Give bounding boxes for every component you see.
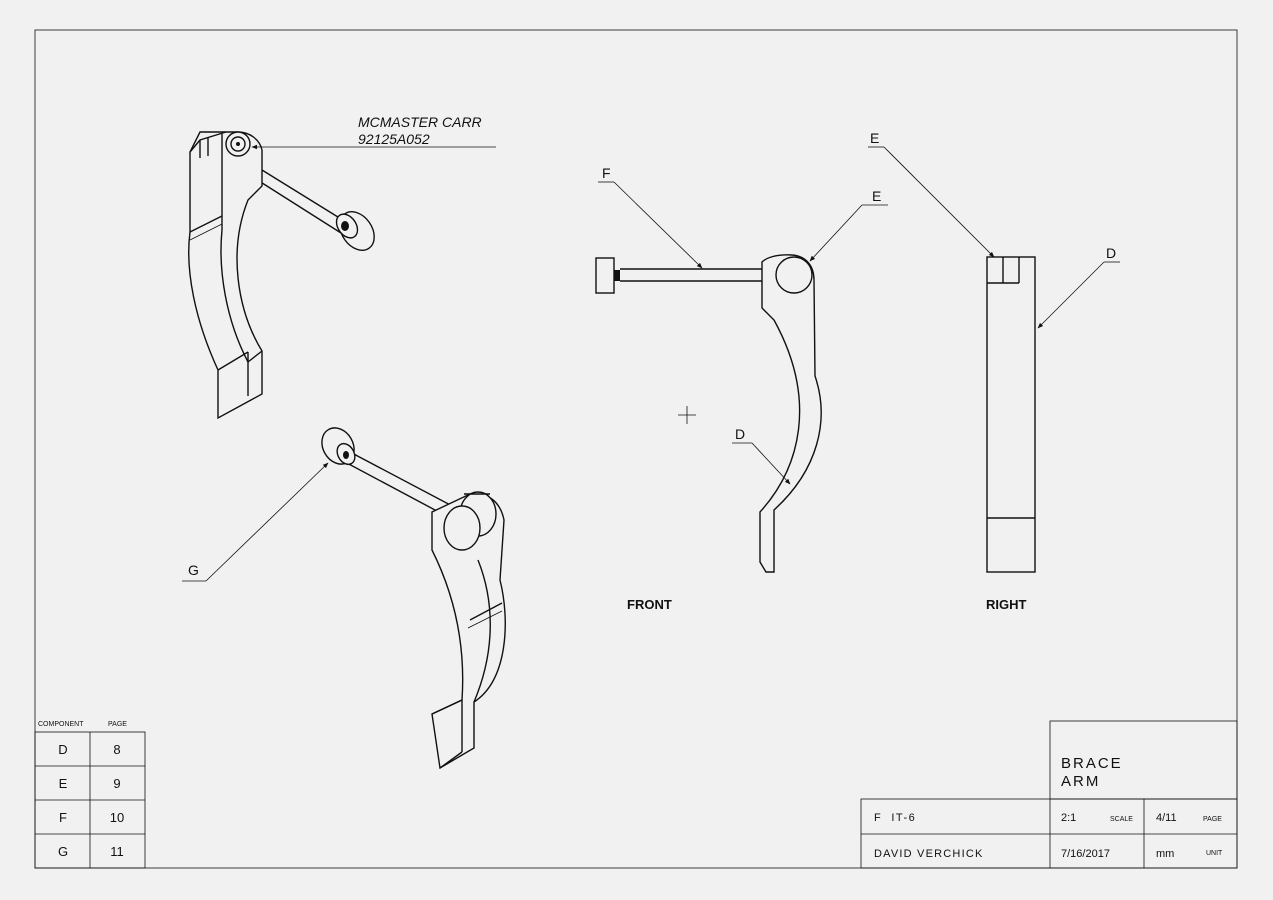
iso-view-top <box>188 131 375 420</box>
callout-f-label: F <box>602 165 611 181</box>
component-header: COMPONENT <box>38 721 84 728</box>
vendor-label: MCMASTER CARR <box>358 114 482 130</box>
author-name: DAVID VERCHICK <box>874 848 984 860</box>
title-line-2: ARM <box>1061 773 1100 790</box>
callout-d-front-label: D <box>735 426 745 442</box>
page-header: PAGE <box>108 721 127 728</box>
page-cell: 8 <box>113 742 120 757</box>
iso-view-bottom <box>321 427 506 770</box>
component-cell: E <box>59 776 68 791</box>
title-block: BRACE ARM F IT-6 2:1 SCALE 4/11 PAGE DAV… <box>860 720 1238 869</box>
g-callout: G <box>182 462 329 582</box>
title-line-1: BRACE <box>1061 755 1123 772</box>
part-number-label: 92125A052 <box>358 131 430 147</box>
page-cell: 9 <box>113 776 120 791</box>
project-id: F IT-6 <box>874 812 916 824</box>
unit-label: UNIT <box>1206 850 1223 857</box>
drawing-date: 7/16/2017 <box>1061 848 1110 860</box>
component-cell: F <box>59 810 67 825</box>
callout-g-label: G <box>188 562 199 578</box>
scale-label: SCALE <box>1110 816 1133 823</box>
sheet-border <box>34 29 1238 869</box>
page-cell: 11 <box>110 844 124 859</box>
right-view <box>986 256 1036 573</box>
right-view-label: RIGHT <box>986 597 1027 612</box>
component-cell: G <box>58 844 68 859</box>
front-view <box>595 254 822 573</box>
right-callouts: E D <box>868 130 1120 329</box>
page-cell: 10 <box>110 810 124 825</box>
page-value: 4/11 <box>1156 812 1177 824</box>
component-cell: D <box>58 742 67 757</box>
callout-e-right-label: E <box>870 130 879 146</box>
callout-e-front-label: E <box>872 188 881 204</box>
mcmaster-callout: MCMASTER CARR 92125A052 <box>251 114 496 150</box>
front-callouts: F E D <box>598 165 888 485</box>
unit-value: mm <box>1156 848 1174 860</box>
callout-d-right-label: D <box>1106 245 1116 261</box>
front-view-label: FRONT <box>627 597 672 612</box>
component-table: COMPONENT PAGE D 8 E 9 F 10 G 11 <box>34 721 146 869</box>
scale-value: 2:1 <box>1061 812 1076 824</box>
page-label: PAGE <box>1203 816 1222 823</box>
